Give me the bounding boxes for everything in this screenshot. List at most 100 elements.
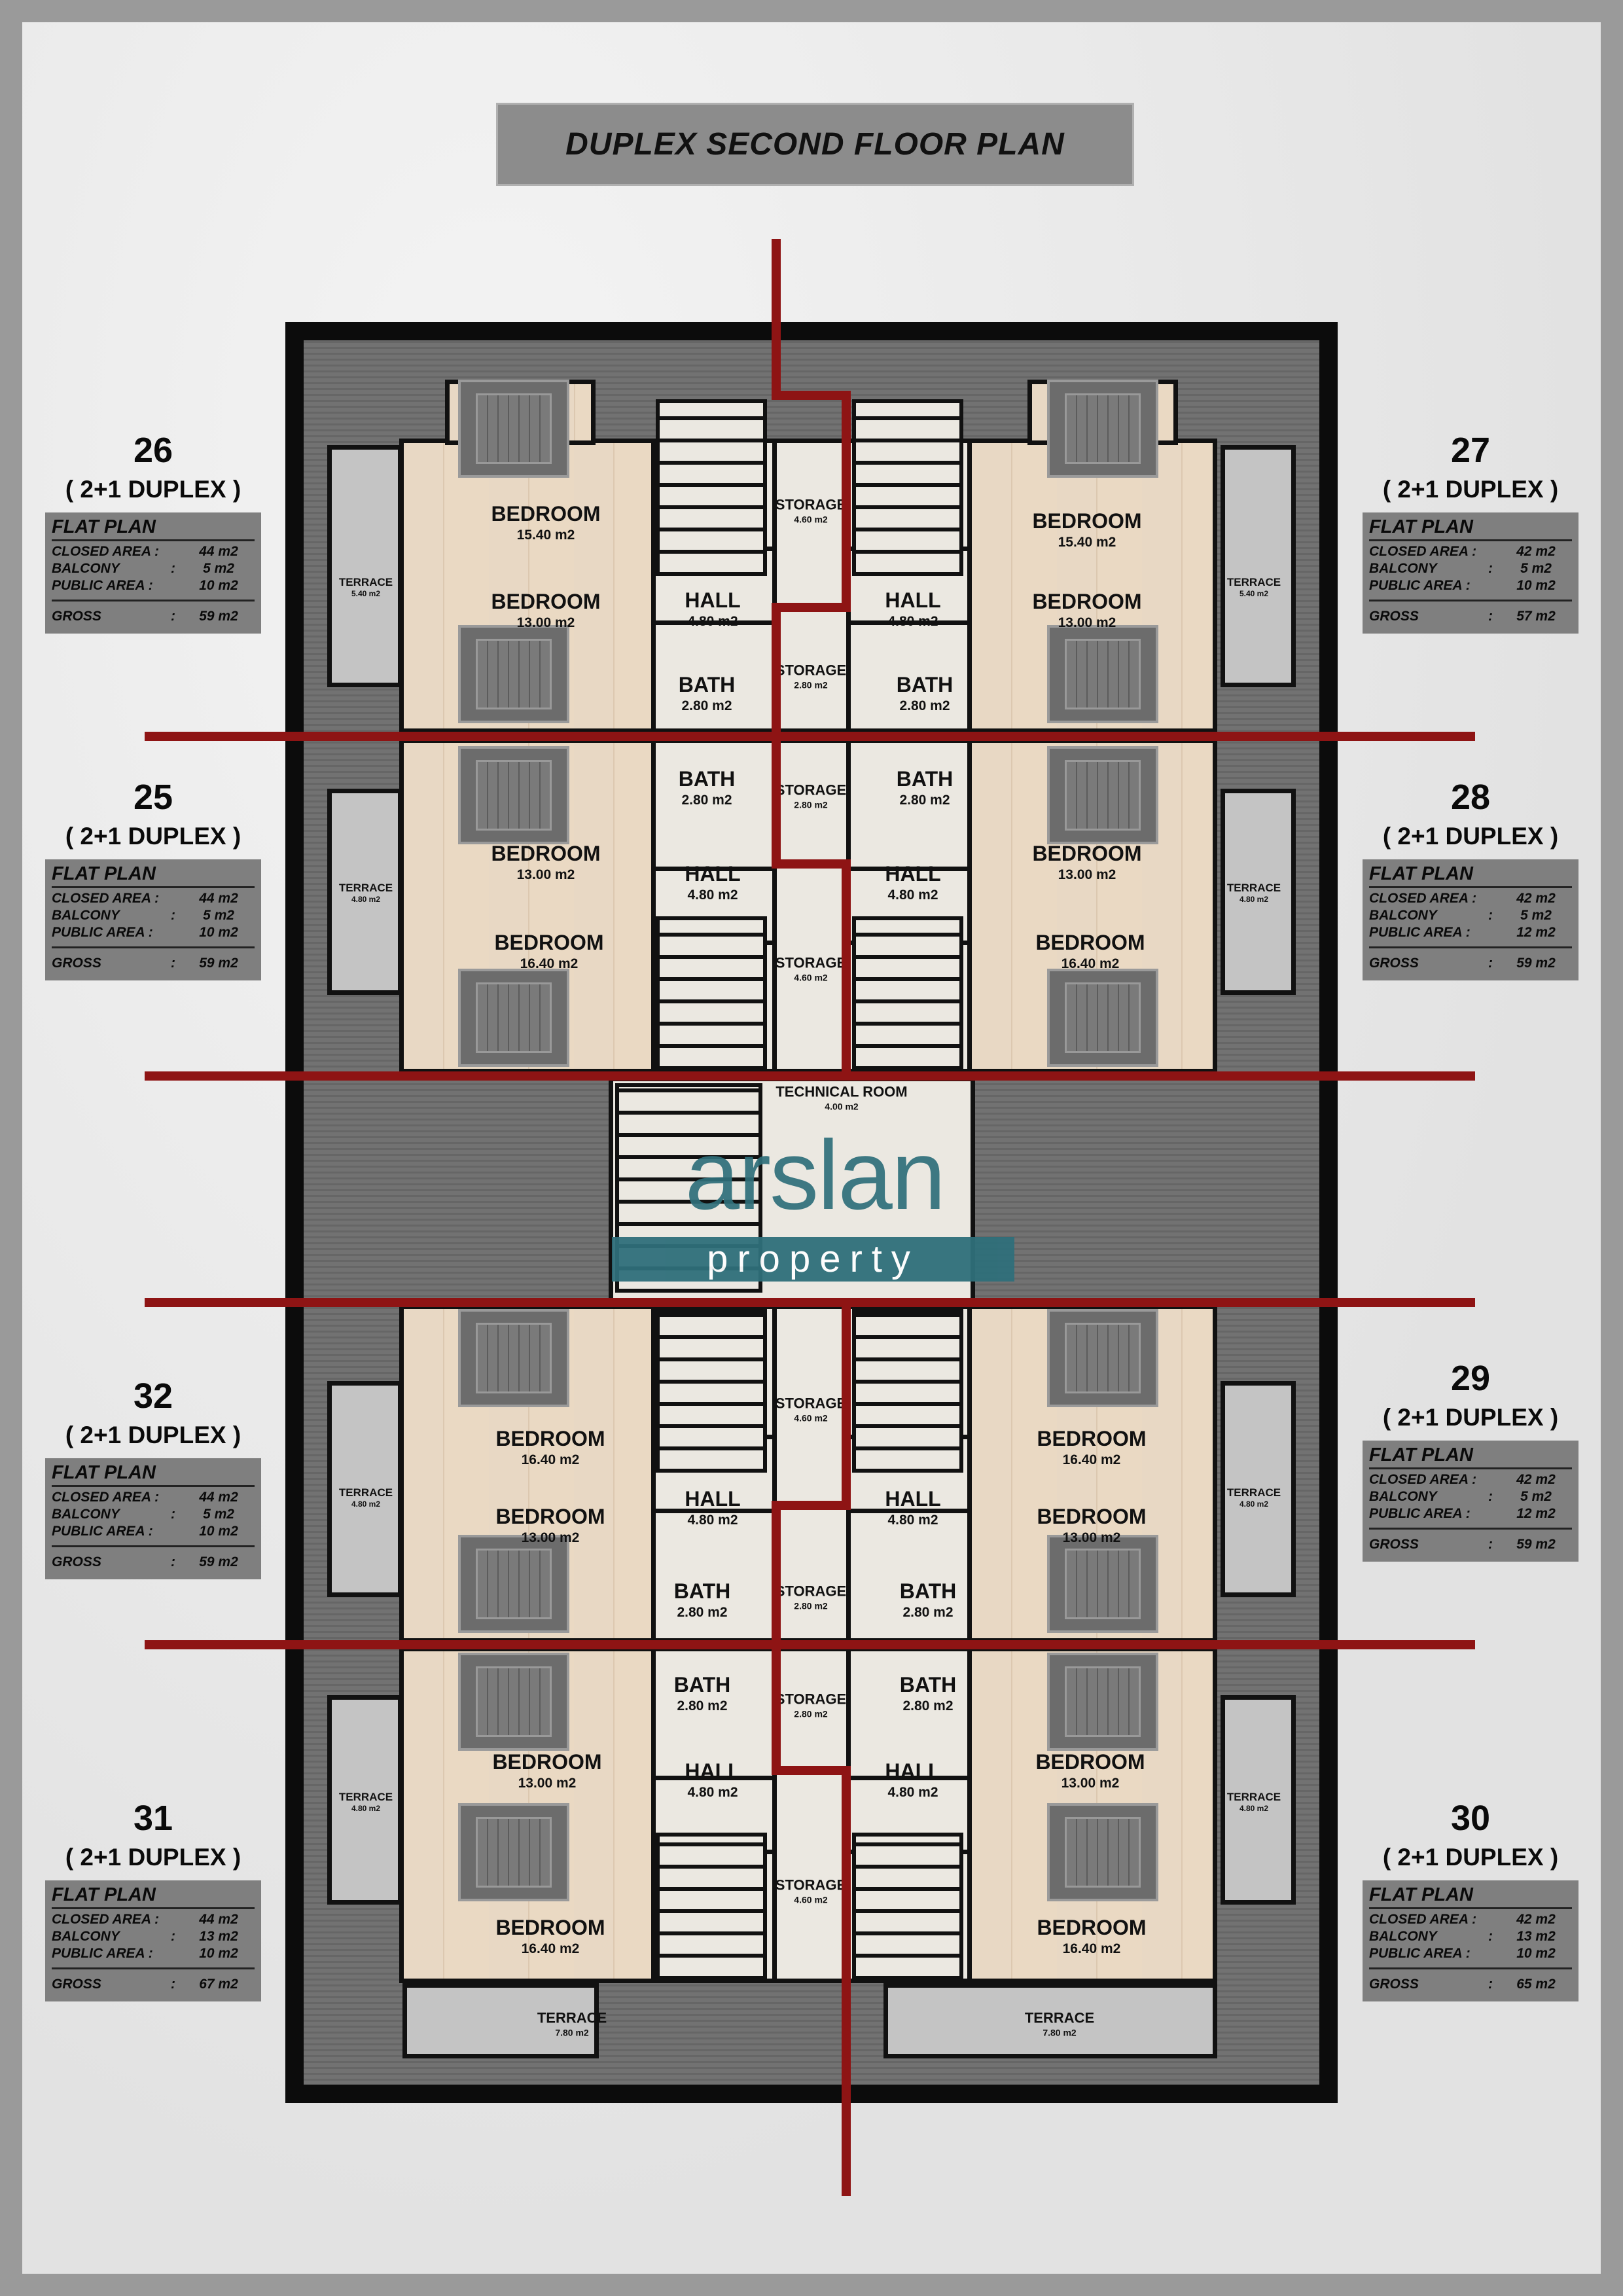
flat-plan-box: FLAT PLAN CLOSED AREA :42 m2 BALCONY:5 m… xyxy=(1363,1440,1578,1562)
gross-value: 59 m2 xyxy=(199,955,238,971)
colon: : xyxy=(171,907,175,923)
vertical-partition-line-bottom xyxy=(772,1306,851,2196)
room-name: BEDROOM xyxy=(491,590,601,614)
gross-row: GROSS: 59 m2 xyxy=(1369,955,1572,972)
closed-area-label: CLOSED AREA : xyxy=(52,1911,160,1927)
public-area-label: PUBLIC AREA : xyxy=(1369,577,1471,593)
room-name: TERRACE xyxy=(1226,1791,1281,1804)
unit-info-31: 31 ( 2+1 DUPLEX ) FLAT PLAN CLOSED AREA … xyxy=(45,1797,261,2001)
flat-plan-heading: FLAT PLAN xyxy=(52,1880,255,1909)
room-area: 4.60 m2 xyxy=(794,514,828,524)
room-name: BATH xyxy=(678,767,736,791)
terrace-floor xyxy=(883,1983,1217,2058)
public-area-value: 12 m2 xyxy=(1516,924,1556,940)
room-area: 2.80 m2 xyxy=(677,1698,728,1714)
unit-number: 32 xyxy=(133,1376,173,1416)
bed-icon xyxy=(1047,1803,1158,1901)
flat-plan-box: FLAT PLAN CLOSED AREA :42 m2 BALCONY:5 m… xyxy=(1363,512,1578,634)
balcony-label: BALCONY xyxy=(1369,1488,1437,1504)
gross-value: 59 m2 xyxy=(1516,955,1556,971)
flat-plan-heading: FLAT PLAN xyxy=(1369,1880,1572,1909)
flat-plan-heading: FLAT PLAN xyxy=(52,1458,255,1487)
balcony-value: 13 m2 xyxy=(199,1928,238,1944)
balcony-value: 5 m2 xyxy=(1520,1488,1552,1504)
gross-label: GROSS xyxy=(1369,955,1419,971)
public-area-label: PUBLIC AREA : xyxy=(1369,924,1471,940)
unit-info-27: 27 ( 2+1 DUPLEX ) FLAT PLAN CLOSED AREA … xyxy=(1363,429,1578,634)
room-area: 16.40 m2 xyxy=(520,956,579,972)
room-name: STORAGE xyxy=(775,496,847,513)
room-name: BATH xyxy=(678,673,736,697)
bed-icon xyxy=(458,1535,569,1633)
unit-number: 29 xyxy=(1450,1359,1491,1398)
colon: : xyxy=(171,1976,175,1992)
public-area-row: PUBLIC AREA :12 m2 xyxy=(1369,1505,1572,1522)
colon: : xyxy=(171,1554,175,1570)
colon: : xyxy=(1488,955,1493,971)
balcony-value: 5 m2 xyxy=(1520,907,1552,923)
balcony-value: 5 m2 xyxy=(203,1506,234,1522)
public-area-row: PUBLIC AREA :10 m2 xyxy=(52,1523,255,1540)
closed-area-label: CLOSED AREA : xyxy=(52,1489,160,1505)
colon: : xyxy=(1488,560,1493,576)
unit-type: ( 2+1 DUPLEX ) xyxy=(65,475,241,503)
room-area: 4.60 m2 xyxy=(794,1412,828,1423)
balcony-row: BALCONY: 5 m2 xyxy=(1369,1488,1572,1505)
closed-area-row: CLOSED AREA :44 m2 xyxy=(52,1911,255,1928)
staircase-icon xyxy=(656,1309,767,1473)
gross-row: GROSS:67 m2 xyxy=(52,1976,255,1993)
horizontal-partition-line xyxy=(145,732,1475,741)
terrace-floor xyxy=(1221,445,1296,687)
terrace-floor xyxy=(327,1381,402,1597)
gross-label: GROSS xyxy=(1369,608,1419,624)
public-area-label: PUBLIC AREA : xyxy=(52,1523,153,1539)
closed-area-label: CLOSED AREA : xyxy=(1369,1911,1477,1927)
flat-plan-heading: FLAT PLAN xyxy=(52,859,255,888)
balcony-row: BALCONY:5 m2 xyxy=(52,907,255,924)
company-logo: arslan property xyxy=(609,1116,1021,1283)
room-name: BATH xyxy=(896,767,954,791)
closed-area-value: 42 m2 xyxy=(1516,1471,1556,1487)
colon: : xyxy=(1488,1488,1493,1504)
horizontal-partition-line xyxy=(145,1071,1475,1081)
room-area: 4.80 m2 xyxy=(351,1804,381,1814)
room-name: STORAGE xyxy=(775,1691,847,1708)
flat-plan-box: FLAT PLAN CLOSED AREA :44 m2 BALCONY:5 m… xyxy=(45,859,261,980)
gross-row: GROSS:57 m2 xyxy=(1369,608,1572,625)
staircase-icon xyxy=(656,916,767,1070)
room-name: HALL xyxy=(885,862,941,886)
unit-number: 25 xyxy=(133,778,173,817)
flat-plan-heading: FLAT PLAN xyxy=(1369,1441,1572,1469)
public-area-label: PUBLIC AREA : xyxy=(1369,1505,1471,1521)
flat-plan-box: FLAT PLAN CLOSED AREA :42 m2 BALCONY:5 m… xyxy=(1363,859,1578,980)
colon: : xyxy=(171,1506,175,1522)
balcony-row: BALCONY:5 m2 xyxy=(52,1506,255,1523)
room-area: 4.60 m2 xyxy=(794,1894,828,1905)
unit-info-30: 30 ( 2+1 DUPLEX ) FLAT PLAN CLOSED AREA … xyxy=(1363,1797,1578,2001)
room-name: BATH xyxy=(896,673,954,697)
room-name: BATH xyxy=(899,1579,957,1604)
staircase-icon xyxy=(852,1833,963,1980)
room-name: TERRACE xyxy=(1226,882,1281,895)
balcony-label: BALCONY xyxy=(52,1928,120,1944)
room-name: TERRACE xyxy=(537,2009,607,2026)
staircase-icon xyxy=(656,1833,767,1980)
